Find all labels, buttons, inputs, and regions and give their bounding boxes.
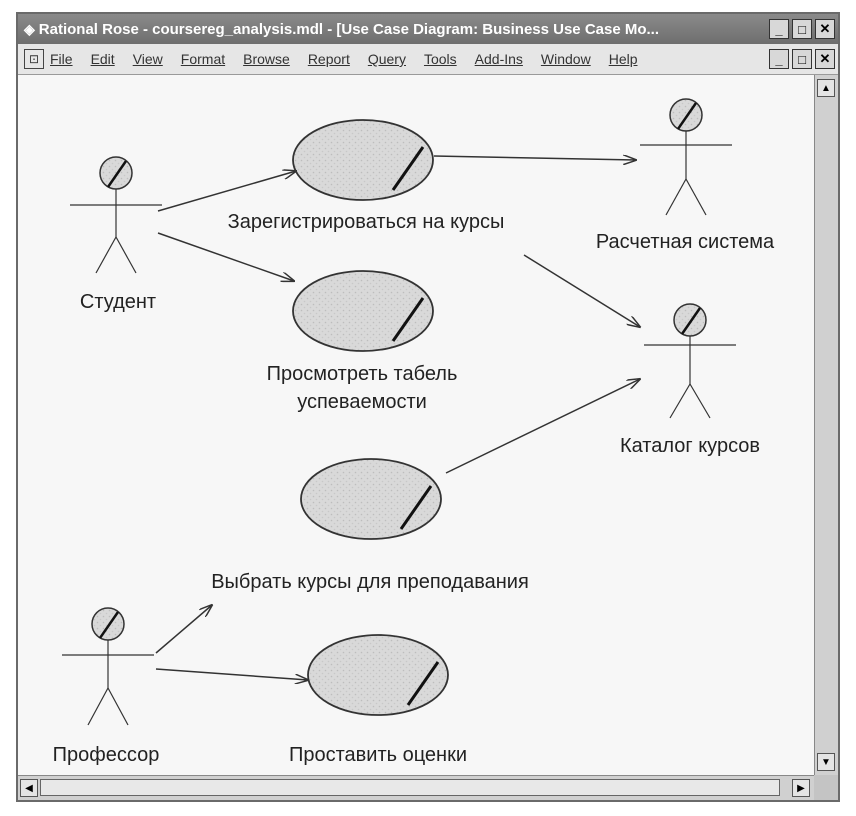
close-button[interactable]: ✕ <box>815 19 835 39</box>
actor-billing-system[interactable]: Расчетная система <box>596 98 775 253</box>
document-icon[interactable]: ⊡ <box>24 49 44 69</box>
association-professor-select[interactable] <box>155 605 212 654</box>
actor-billing-label: Расчетная система <box>596 231 775 253</box>
use-case-view-grades[interactable]: Просмотреть табель успеваемости <box>267 270 458 413</box>
title-bar[interactable]: ◈ Rational Rose - coursereg_analysis.mdl… <box>18 14 838 44</box>
use-case-view-grades-label-2: успеваемости <box>297 391 427 413</box>
use-case-select-courses-label: Выбрать курсы для преподавания <box>211 571 529 593</box>
use-case-register-label: Зарегистрироваться на курсы <box>228 211 505 233</box>
app-window: ◈ Rational Rose - coursereg_analysis.mdl… <box>16 12 840 802</box>
arrow-left-icon[interactable]: ◀ <box>20 779 38 797</box>
menu-help[interactable]: Help <box>608 51 638 67</box>
menu-add-ins[interactable]: Add-Ins <box>474 51 523 67</box>
arrow-right-icon[interactable]: ▶ <box>792 779 810 797</box>
menu-report[interactable]: Report <box>307 51 350 67</box>
menu-browse[interactable]: Browse <box>243 51 290 67</box>
menu-query[interactable]: Query <box>367 51 406 67</box>
association-register-billing[interactable] <box>433 156 636 160</box>
use-case-submit-grades[interactable]: Проставить оценки <box>289 634 467 766</box>
use-case-view-grades-label-1: Просмотреть табель <box>267 363 458 385</box>
use-case-register[interactable]: Зарегистрироваться на курсы <box>228 119 505 233</box>
actor-professor-label: Профессор <box>53 744 160 766</box>
use-case-submit-grades-label: Проставить оценки <box>289 744 467 766</box>
association-select-catalog[interactable] <box>445 379 640 474</box>
association-professor-submit[interactable] <box>155 668 308 680</box>
actor-student[interactable]: Студент <box>70 156 162 313</box>
actor-catalog-label: Каталог курсов <box>620 435 760 457</box>
arrow-up-icon[interactable]: ▲ <box>817 79 835 97</box>
doc-restore-button[interactable]: □ <box>792 49 812 69</box>
association-student-view-grades[interactable] <box>157 232 294 281</box>
use-case-select-courses[interactable]: Выбрать курсы для преподавания <box>211 458 529 593</box>
menu-bar: ⊡ File Edit View Format Browse Report Qu… <box>18 44 838 75</box>
menu-window[interactable]: Window <box>540 51 591 67</box>
doc-minimize-button[interactable]: _ <box>769 49 789 69</box>
menu-file[interactable]: File <box>50 51 73 67</box>
scrollbar-corner <box>814 775 838 800</box>
use-case-diagram: Студент Расчетная система Катало <box>53 98 775 766</box>
arrow-down-icon[interactable]: ▼ <box>817 753 835 771</box>
horizontal-scrollbar[interactable]: ◀ ▶ <box>18 775 814 800</box>
actor-course-catalog[interactable]: Каталог курсов <box>620 303 760 457</box>
app-icon[interactable]: ◈ <box>24 20 35 37</box>
actor-student-label: Студент <box>80 291 156 313</box>
menu-format[interactable]: Format <box>180 51 226 67</box>
association-register-catalog[interactable] <box>523 254 640 327</box>
maximize-button[interactable]: □ <box>792 19 812 39</box>
vertical-scrollbar[interactable]: ▲ ▼ <box>814 75 838 775</box>
menu-tools[interactable]: Tools <box>423 51 457 67</box>
window-title: Rational Rose - coursereg_analysis.mdl -… <box>38 20 660 38</box>
doc-close-button[interactable]: ✕ <box>815 49 835 69</box>
association-student-register[interactable] <box>157 171 296 212</box>
diagram-canvas[interactable]: Студент Расчетная система Катало <box>18 75 814 775</box>
actor-professor[interactable]: Профессор <box>53 607 160 766</box>
associations <box>155 156 640 680</box>
menu-edit[interactable]: Edit <box>90 51 115 67</box>
menu-view[interactable]: View <box>132 51 163 67</box>
document-window-controls: _ □ ✕ <box>769 49 838 69</box>
minimize-button[interactable]: _ <box>769 19 789 39</box>
horizontal-scroll-thumb[interactable] <box>40 779 780 796</box>
